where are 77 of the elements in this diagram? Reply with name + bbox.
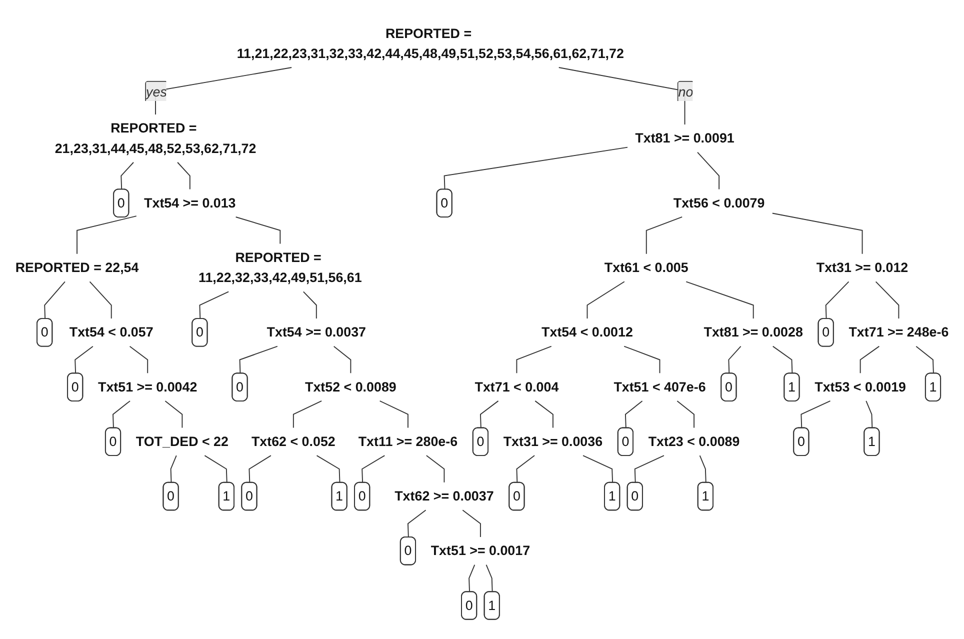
- connector: [74, 346, 94, 374]
- node-text: REPORTED = 22,54: [15, 260, 139, 275]
- connector: [586, 281, 625, 320]
- connector: [129, 346, 148, 374]
- connector: [44, 281, 66, 320]
- connector: [302, 291, 317, 320]
- connector: [112, 400, 130, 429]
- node-text: Txt62 >= 0.0037: [394, 488, 494, 504]
- connector: [624, 346, 660, 374]
- connector: [292, 400, 322, 428]
- node-text: Txt54 >= 0.013: [144, 194, 236, 210]
- connector: [676, 400, 694, 428]
- connector: [462, 510, 481, 538]
- node-text: Txt51 < 407e-6: [614, 378, 706, 394]
- connector: [426, 455, 445, 483]
- connector: [800, 400, 831, 429]
- connector: [199, 291, 230, 320]
- connector: [686, 281, 754, 320]
- connector: [534, 400, 554, 428]
- connector: [120, 162, 134, 190]
- connector: [624, 400, 643, 429]
- node-text: Txt51 >= 0.0042: [98, 378, 198, 394]
- node-text: Txt81 >= 0.0091: [635, 130, 734, 146]
- connector: [516, 346, 552, 374]
- node-text: REPORTED = 11,22,32,33,42,49,51,56,61: [198, 250, 362, 286]
- node-text: Txt56 < 0.0079: [673, 194, 765, 210]
- connector: [480, 400, 499, 429]
- connector: [772, 346, 793, 374]
- node-text: Txt23 < 0.0089: [648, 434, 740, 449]
- connector: [204, 455, 228, 484]
- connector: [89, 281, 112, 320]
- connector: [916, 346, 934, 374]
- connector: [164, 400, 183, 428]
- connector: [76, 216, 137, 254]
- connector: [177, 162, 190, 190]
- connector: [486, 564, 493, 593]
- node-text: Txt61 < 0.005: [604, 260, 688, 275]
- connector: [772, 212, 863, 254]
- connector: [699, 455, 706, 484]
- connector: [697, 152, 720, 190]
- connector: [316, 455, 340, 484]
- connector: [239, 346, 278, 374]
- connector: [728, 346, 742, 374]
- connector: [170, 455, 177, 484]
- node-text: TOT_DED < 22: [136, 434, 228, 449]
- connector: [444, 146, 628, 190]
- node-text: Txt51 >= 0.0017: [430, 542, 530, 558]
- node-text: Txt71 < 0.004: [474, 378, 559, 394]
- node-text: REPORTED = 21,23,31,44,45,48,52,53,62,71,72: [54, 120, 256, 156]
- connector: [558, 67, 686, 125]
- node-text: Txt54 < 0.0012: [542, 324, 633, 340]
- connector: [333, 346, 352, 374]
- connector: [875, 281, 900, 320]
- node-text: Txt31 >= 0.012: [816, 260, 908, 275]
- node-text: Txt62 < 0.052: [251, 434, 336, 449]
- connector: [468, 564, 476, 593]
- connector: [248, 455, 272, 484]
- connector: [379, 400, 408, 428]
- node-text: REPORTED = 11,21,22,23,31,32,33,42,44,45,48,49,51,52,53,54,56,61,62,71,72: [236, 25, 624, 61]
- node-text: Txt53 < 0.0019: [814, 378, 906, 394]
- connector: [634, 455, 664, 484]
- connector: [235, 216, 281, 244]
- node-text: Txt54 >= 0.0037: [266, 324, 366, 340]
- node-text: Txt54 < 0.057: [69, 324, 154, 340]
- connector: [407, 510, 426, 538]
- connector: [825, 281, 850, 320]
- connector: [155, 67, 292, 115]
- node-text: Txt52 < 0.0089: [305, 378, 396, 394]
- node-text: Txt31 >= 0.0036: [503, 434, 603, 449]
- connector: [866, 400, 873, 429]
- node-text: Txt71 >= 248e-6: [848, 324, 949, 340]
- connector: [860, 346, 880, 374]
- node-text: Txt81 >= 0.0028: [704, 324, 803, 340]
- node-text: Txt11 >= 280e-6: [358, 434, 458, 449]
- connector: [362, 455, 386, 484]
- connector: [582, 455, 614, 484]
- connector: [516, 455, 535, 484]
